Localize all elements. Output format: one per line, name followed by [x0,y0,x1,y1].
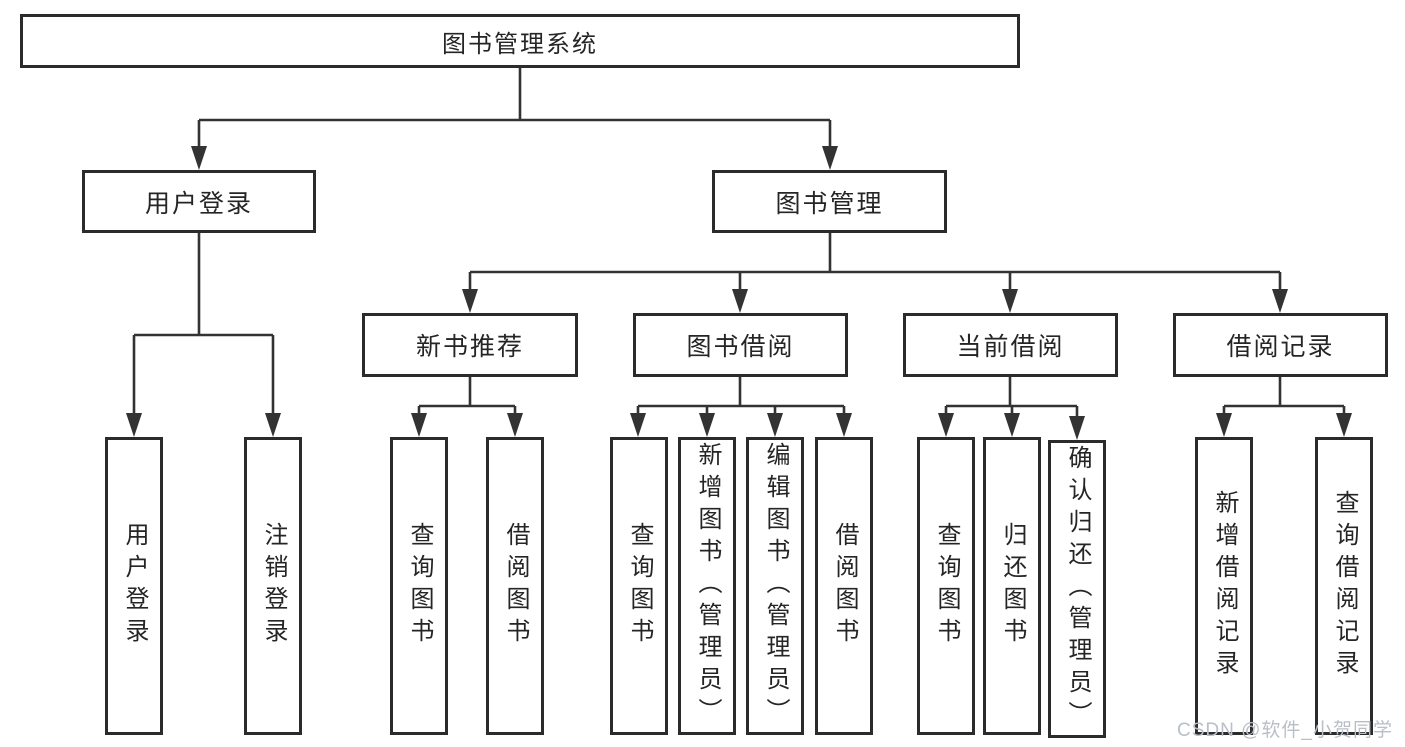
node-current-borrow: 当前借阅 [903,313,1118,377]
node-borrow-records: 借阅记录 [1173,313,1388,377]
leaf-records-query-record: 查询借阅记录 [1315,437,1373,735]
node-book-management: 图书管理 [712,170,947,233]
node-new-book-recommend: 新书推荐 [362,313,578,377]
connector-borrowrecords-to-leaves [1216,377,1352,437]
leaf-borrow-borrow-books: 借阅图书 [815,437,873,735]
connector-newbookrec-to-leaves [411,377,523,437]
leaf-records-add-record: 新增借阅记录 [1195,437,1253,735]
node-book-management-label: 图书管理 [775,189,884,218]
leaf-records-add-record-label: 新增借阅记录 [1211,490,1238,682]
leaf-newrec-query-books-label: 查询图书 [406,522,433,650]
leaf-current-return-books: 归还图书 [983,437,1041,735]
leaf-borrow-add-books-admin-label: 新增图书（管理员） [694,442,721,730]
node-book-borrow: 图书借阅 [633,313,848,377]
node-user-login-label: 用户登录 [144,189,253,218]
connector-bookmgmt-to-level3 [462,233,1288,313]
leaf-borrow-edit-books-admin: 编辑图书（管理员） [746,437,804,735]
leaf-user-login-action-label: 用户登录 [121,522,148,650]
node-current-borrow-label: 当前借阅 [956,333,1065,361]
connector-currentborrow-to-leaves [938,377,1085,440]
node-user-login: 用户登录 [82,170,316,233]
leaf-current-query-books: 查询图书 [917,437,975,735]
csdn-watermark: CSDN @软件_小贺同学 [1177,720,1393,741]
leaf-current-return-books-label: 归还图书 [999,522,1026,650]
node-borrow-records-label: 借阅记录 [1226,333,1335,361]
leaf-logout: 注销登录 [244,437,302,735]
leaf-newrec-borrow-books-label: 借阅图书 [502,522,529,650]
leaf-newrec-query-books: 查询图书 [390,437,448,735]
leaf-logout-label: 注销登录 [260,522,287,650]
node-new-book-recommend-label: 新书推荐 [415,333,524,361]
leaf-records-query-record-label: 查询借阅记录 [1331,490,1358,682]
leaf-newrec-borrow-books: 借阅图书 [486,437,544,735]
leaf-current-query-books-label: 查询图书 [933,522,960,650]
leaf-borrow-query-books-label: 查询图书 [626,522,653,650]
leaf-current-confirm-return-admin-label: 确认归还（管理员） [1064,445,1091,733]
node-book-borrow-label: 图书借阅 [686,333,795,361]
leaf-borrow-borrow-books-label: 借阅图书 [831,522,858,650]
connector-userlogin-to-leaves [126,233,281,437]
node-root-system: 图书管理系统 [20,14,1020,68]
leaf-current-confirm-return-admin: 确认归还（管理员） [1048,440,1106,738]
connector-bookborrow-to-leaves [630,377,852,437]
leaf-borrow-query-books: 查询图书 [610,437,668,735]
node-root-label: 图书管理系统 [442,30,598,58]
leaf-borrow-edit-books-admin-label: 编辑图书（管理员） [762,442,789,730]
leaf-user-login-action: 用户登录 [105,437,163,735]
connector-root-to-level2 [191,68,838,170]
leaf-borrow-add-books-admin: 新增图书（管理员） [678,437,736,735]
